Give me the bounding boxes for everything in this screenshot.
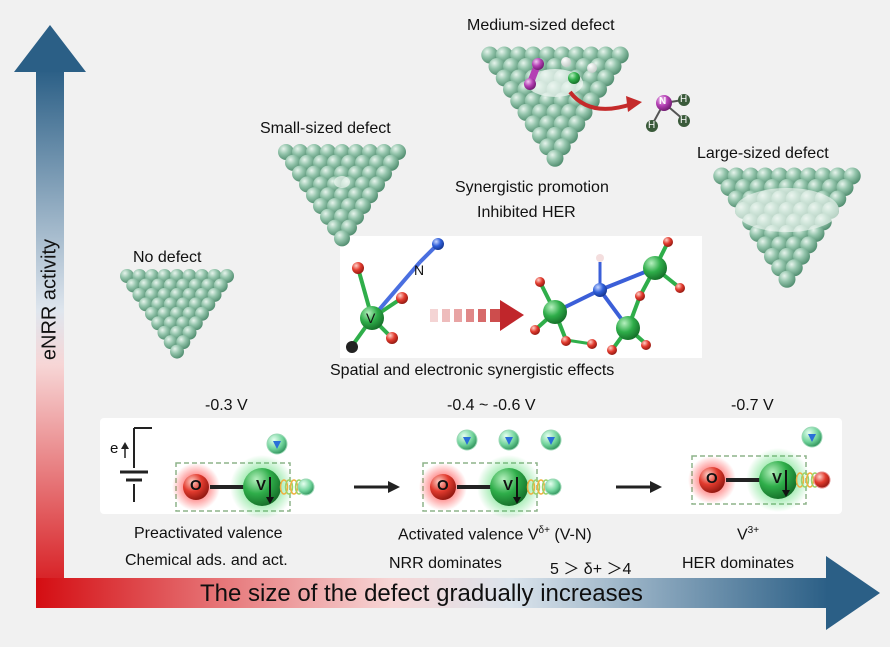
vanadium-atom — [490, 468, 528, 506]
electron-down-arrow — [505, 437, 513, 445]
surface-atom — [170, 344, 184, 359]
col3-line2: HER dominates — [682, 555, 795, 572]
col2-line2: NRR dominates — [389, 555, 502, 572]
electron-arrowhead — [266, 497, 274, 504]
surface-atom — [334, 230, 350, 247]
stage-label-large-defect: Large-sized defect — [697, 145, 829, 162]
nh3-h-label-3: H — [648, 120, 656, 131]
col1-line2: Chemical ads. and act. — [125, 552, 288, 569]
col1-line1: Preactivated valence — [134, 525, 283, 542]
col3-sup: 3+ — [747, 525, 760, 536]
stage-label-small-defect: Small-sized defect — [260, 120, 391, 137]
potential-1: -0.3 V — [205, 397, 248, 414]
x-axis-label: The size of the defect gradually increas… — [200, 580, 643, 607]
v-atom-label-2: V — [503, 477, 514, 494]
coil-segment — [526, 479, 536, 495]
synergy-caption: Spatial and electronic synergistic effec… — [330, 362, 615, 379]
potential-2: -0.4 ~ -0.6 V — [447, 397, 536, 414]
nh3-n-label: N — [659, 96, 667, 107]
mechanism-state-1 — [172, 433, 315, 519]
nanoparticle-small-defect — [278, 144, 406, 247]
desorption-arrow — [568, 90, 633, 111]
o-atom-label-1: O — [190, 477, 202, 494]
col3-base: V — [737, 526, 748, 544]
potential-3: -0.7 V — [731, 397, 774, 414]
nanoparticle-medium-defect — [481, 46, 629, 167]
proton-icon — [813, 471, 831, 489]
x-axis-arrow — [36, 556, 880, 630]
transformation-arrow — [430, 300, 524, 331]
electron-arrowhead — [513, 497, 521, 504]
col2-range: 5 ＞ δ+ ＞4 — [550, 561, 632, 578]
oxygen-atom — [430, 474, 456, 500]
col2-line1-sup: δ+ — [538, 525, 550, 536]
defect-site — [735, 188, 839, 232]
coil-segment — [800, 472, 810, 488]
vn-cluster-structure — [530, 237, 685, 355]
nh3-h-label-1: H — [680, 94, 688, 105]
vanadium-oxide-n2-structure — [346, 238, 444, 353]
coil-segment — [531, 479, 541, 495]
y-axis-label: eNRR activity — [38, 238, 61, 361]
nanoparticle-large-defect — [713, 167, 861, 288]
electron-label: e — [110, 440, 119, 457]
v-atom-label: V — [366, 310, 376, 326]
vanadium-atom — [759, 461, 797, 499]
mechanism-state-2 — [419, 429, 562, 519]
col3-line1: V3+ — [737, 525, 759, 544]
electron-icon — [297, 478, 315, 496]
electron-icon — [544, 478, 562, 496]
electron-down-arrow — [547, 437, 555, 445]
electron-down-arrow — [463, 437, 471, 445]
state-arrow-1 — [354, 481, 400, 493]
state-arrow-2 — [616, 481, 662, 493]
adsorbed-intermediate-icon — [561, 57, 597, 84]
note-inhibited-her: Inhibited HER — [477, 204, 576, 221]
coil-segment — [284, 479, 294, 495]
o-atom-label-3: O — [706, 470, 718, 487]
oxygen-atom — [699, 467, 725, 493]
y-axis-arrow — [14, 25, 86, 606]
desorption-arrowhead — [626, 96, 642, 112]
stage-label-no-defect: No defect — [133, 249, 202, 266]
n-atom-label: N — [414, 262, 425, 278]
electron-arrowhead — [782, 490, 790, 497]
v-atom-label-1: V — [256, 477, 267, 494]
stage-label-medium-defect: Medium-sized defect — [467, 17, 615, 34]
v-atom-label-3: V — [772, 470, 783, 487]
surface-atom — [778, 270, 796, 288]
nh3-molecule-icon — [646, 94, 690, 132]
col2-line1-suffix: (V-N) — [549, 526, 592, 544]
vanadium-atom — [243, 468, 281, 506]
defect-site — [334, 176, 350, 188]
o-atom-label-2: O — [437, 477, 449, 494]
nanoparticle-no-defect — [120, 269, 234, 359]
note-synergistic-promotion: Synergistic promotion — [455, 179, 609, 196]
col2-line1: Activated valence Vδ+ (V-N) — [398, 525, 592, 544]
coil-segment — [279, 479, 289, 495]
col2-line1-prefix: Activated valence V — [398, 526, 539, 544]
electron-down-arrow — [808, 434, 816, 442]
n2-molecule-icon — [524, 58, 544, 90]
mechanism-state-3 — [688, 426, 831, 512]
coil-segment — [795, 472, 805, 488]
nh3-h-label-2: H — [680, 115, 688, 126]
surface-atom — [546, 149, 564, 167]
oxygen-atom — [183, 474, 209, 500]
battery-symbol — [120, 427, 152, 502]
electron-down-arrow — [273, 441, 281, 449]
